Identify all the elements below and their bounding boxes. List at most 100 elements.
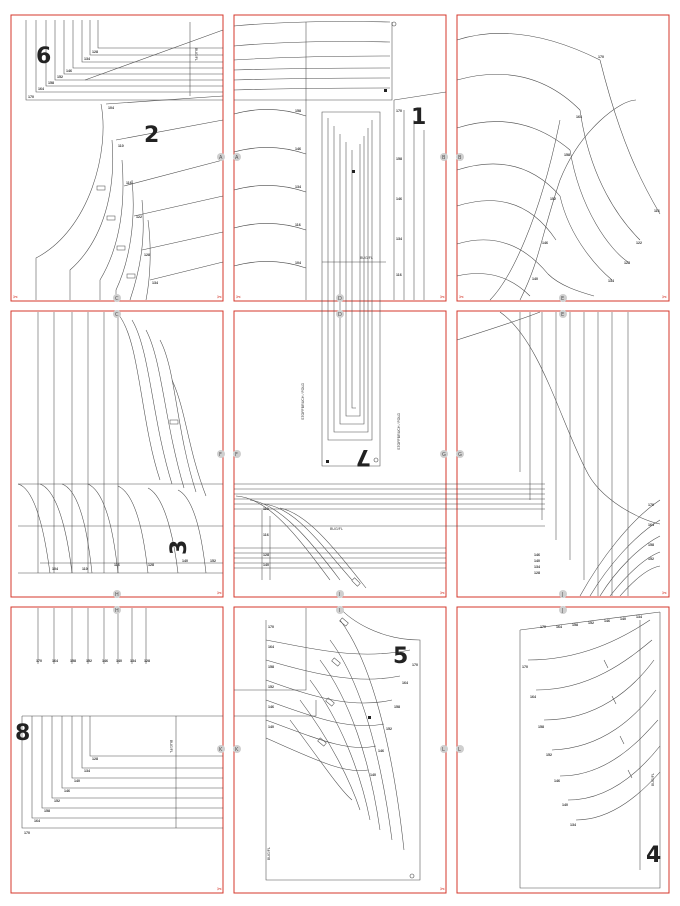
piece-numbers: 6 2 1 7 3 8 5 4 (15, 44, 661, 868)
svg-text:J: J (561, 592, 563, 598)
join-mark-c-top: C (113, 294, 121, 302)
svg-text:110: 110 (263, 507, 269, 511)
scissors-icon: ✂ (236, 295, 241, 301)
svg-text:128: 128 (148, 563, 154, 567)
svg-text:134: 134 (636, 615, 642, 619)
svg-text:134: 134 (152, 281, 158, 285)
svg-text:E: E (561, 296, 564, 302)
join-mark-d-top: D (336, 294, 344, 302)
scissors-icon: ✂ (440, 295, 445, 301)
svg-text:116: 116 (295, 223, 301, 227)
svg-text:170: 170 (36, 659, 42, 663)
svg-text:I: I (339, 608, 340, 614)
svg-text:I: I (339, 592, 340, 598)
join-mark-j-top: J (559, 590, 567, 598)
svg-text:104: 104 (108, 106, 114, 110)
svg-text:146: 146 (396, 197, 402, 201)
sleeve-lines-lower: 170 164 158 152 146 140 134 128 (456, 311, 661, 597)
svg-text:170: 170 (540, 625, 546, 629)
piece-6-continuation (233, 21, 397, 300)
piece-4-lines: BUG/FL 170 164 158 152 146 140 134 170 1… (519, 611, 661, 889)
svg-text:STOFFBRUCH / FOLD: STOFFBRUCH / FOLD (397, 413, 401, 450)
join-mark-b-left: B (440, 153, 448, 161)
svg-text:BUG/FL: BUG/FL (267, 847, 271, 860)
svg-text:134: 134 (130, 659, 136, 663)
svg-text:164: 164 (556, 625, 562, 629)
join-marks: A A B B C C D D E E F F G G H H I I J J … (113, 153, 567, 753)
svg-text:134: 134 (608, 279, 614, 283)
svg-text:128: 128 (263, 553, 269, 557)
svg-text:170: 170 (268, 625, 274, 629)
svg-text:170: 170 (648, 503, 654, 507)
join-mark-e-bottom: E (559, 310, 567, 318)
sleeve-lines: 170 164 158 152 146 140 116 122 128 134 (456, 33, 661, 301)
svg-text:140: 140 (620, 617, 626, 621)
svg-text:A: A (235, 155, 239, 161)
svg-text:152: 152 (550, 197, 556, 201)
svg-text:158: 158 (70, 659, 76, 663)
svg-text:STOFFBRUCH / FOLD: STOFFBRUCH / FOLD (301, 383, 305, 420)
svg-text:116: 116 (654, 209, 660, 213)
svg-text:164: 164 (34, 819, 40, 823)
piece-number-8: 8 (15, 721, 30, 746)
svg-text:140: 140 (182, 559, 188, 563)
svg-text:140: 140 (268, 725, 274, 729)
piece-3-lines: 104 110 116 128 140 152 (17, 312, 223, 574)
svg-text:146: 146 (64, 789, 70, 793)
svg-text:104: 104 (295, 261, 301, 265)
svg-text:158: 158 (295, 109, 301, 113)
svg-text:140: 140 (562, 803, 568, 807)
svg-text:134: 134 (84, 57, 90, 61)
svg-text:152: 152 (386, 727, 392, 731)
piece-7-lines: BUG/FL STOFFBRUCH / FOLD STOFFBRUCH / FO… (301, 111, 401, 467)
piece-number-3: 3 (167, 540, 192, 555)
svg-text:G: G (458, 452, 462, 458)
svg-text:B: B (442, 155, 446, 161)
join-mark-j-bottom: J (559, 606, 567, 614)
svg-text:170: 170 (522, 665, 528, 669)
svg-text:L: L (458, 747, 461, 753)
svg-text:152: 152 (648, 557, 654, 561)
join-mark-b-right: B (456, 153, 464, 161)
svg-text:134: 134 (396, 237, 402, 241)
svg-text:146: 146 (268, 705, 274, 709)
svg-text:164: 164 (402, 681, 408, 685)
svg-text:B: B (458, 155, 462, 161)
svg-text:140: 140 (263, 563, 269, 567)
svg-text:170: 170 (24, 831, 30, 835)
svg-text:164: 164 (268, 645, 274, 649)
svg-text:G: G (442, 452, 446, 458)
svg-text:BUG/FL: BUG/FL (651, 773, 655, 786)
scissors-icon: ✂ (217, 295, 222, 301)
scissors-icon: ✂ (662, 295, 667, 301)
svg-text:146: 146 (604, 619, 610, 623)
svg-text:158: 158 (48, 81, 54, 85)
piece-number-1: 1 (411, 105, 426, 130)
piece-5-lines: BUG/FL 170 164 158 152 146 140 170 164 1… (265, 607, 421, 881)
svg-text:F: F (219, 452, 222, 458)
svg-text:116: 116 (396, 273, 402, 277)
svg-text:152: 152 (54, 799, 60, 803)
piece-number-4: 4 (646, 843, 661, 868)
scissors-icon: ✂ (662, 591, 667, 597)
svg-text:170: 170 (396, 109, 402, 113)
svg-text:164: 164 (52, 659, 58, 663)
svg-text:140: 140 (370, 773, 376, 777)
piece-6-lines: BUG/FL 170 164 158 152 146 134 128 (25, 20, 224, 101)
svg-text:J: J (561, 608, 563, 614)
svg-text:128: 128 (144, 659, 150, 663)
svg-text:134: 134 (570, 823, 576, 827)
join-mark-f-right: F (233, 450, 241, 458)
piece-8-lines: 170 164 158 152 146 140 134 128 BUG/FL 1… (21, 608, 223, 835)
scissors-icon: ✂ (217, 591, 222, 597)
join-mark-i-bottom: I (336, 606, 344, 614)
join-mark-h-top: H (113, 590, 121, 598)
tile-3-1 (10, 606, 224, 894)
tile-3-3 (456, 606, 670, 894)
join-mark-k-right: K (233, 745, 241, 753)
svg-text:104: 104 (52, 567, 58, 571)
svg-text:D: D (338, 296, 342, 302)
svg-text:146: 146 (295, 147, 301, 151)
piece-number-2: 2 (144, 123, 159, 148)
svg-text:146: 146 (102, 659, 108, 663)
